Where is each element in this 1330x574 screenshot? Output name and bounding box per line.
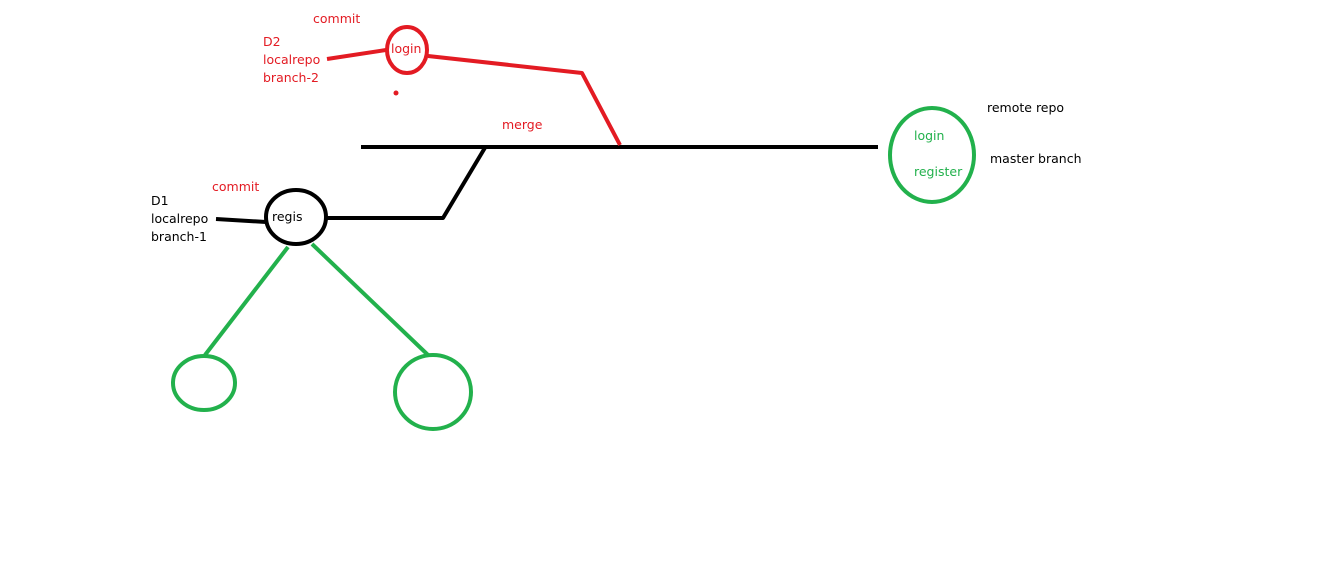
branch-1-merge-line [327, 144, 488, 220]
left-child-node [171, 354, 237, 412]
right-child-line [310, 242, 430, 357]
d1-connector-line [215, 217, 267, 224]
d2-connector-line [326, 48, 387, 61]
d1-branch-label: branch-1 [151, 229, 207, 244]
right-child-node [393, 353, 473, 431]
d2-commit-label: commit [313, 11, 360, 26]
login-commit-node [385, 25, 429, 75]
d2-device-label: D2 [263, 34, 281, 49]
master-branch-label: master branch [990, 151, 1082, 166]
d1-device-label: D1 [151, 193, 169, 208]
d2-repo-label: localrepo [263, 52, 320, 67]
login-node-label: login [391, 41, 421, 56]
remote-login-label: login [914, 128, 944, 143]
merge-label: merge [502, 117, 543, 132]
d2-branch-label: branch-2 [263, 70, 319, 85]
regis-commit-node [264, 188, 328, 246]
red-dot [393, 90, 399, 96]
branch-2-merge-line [427, 54, 622, 146]
remote-repo-title: remote repo [987, 100, 1064, 115]
regis-node-label: regis [272, 209, 302, 224]
d1-commit-label: commit [212, 179, 259, 194]
left-child-line [203, 245, 290, 357]
remote-register-label: register [914, 164, 963, 179]
remote-repo-node [888, 106, 976, 204]
d1-repo-label: localrepo [151, 211, 208, 226]
